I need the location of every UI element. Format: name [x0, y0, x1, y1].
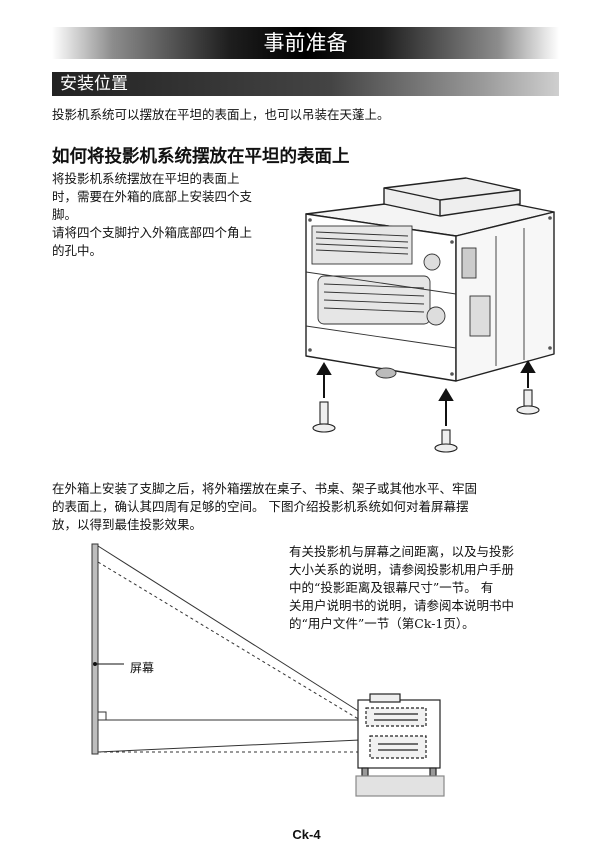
- projection-diagram: [91, 543, 445, 797]
- text-line: 大小关系的说明，请参阅投影机用户手册: [289, 562, 515, 577]
- enclosure-feet-illustration: [305, 177, 555, 453]
- page-number: Ck-4: [292, 827, 321, 842]
- text-line: 的孔中。: [52, 243, 103, 258]
- text-line: 将投影机系统摆放在平坦的表面上: [52, 171, 240, 186]
- text-line: 时，需要在外箱的底部上安装四个支: [52, 189, 253, 204]
- text-line: 关用户说明书的说明，请参阅本说明书中: [289, 598, 515, 613]
- screen-label: 屏幕: [130, 661, 155, 675]
- distance-note: 有关投影机与屏幕之间距离，以及与投影 大小关系的说明，请参阅投影机用户手册 中的…: [289, 543, 561, 633]
- text-line: 的“用户文件”一节（第Ck-1页）。: [289, 616, 475, 631]
- chapter-title: 事前准备: [52, 27, 559, 59]
- feet-instructions: 将投影机系统摆放在平坦的表面上 时，需要在外箱的底部上安装四个支 脚。 请将四个…: [52, 170, 288, 260]
- placement-paragraph: 在外箱上安装了支脚之后，将外箱摆放在桌子、书桌、架子或其他水平、牢固 的表面上，…: [52, 480, 562, 534]
- section-title: 安装位置: [52, 72, 559, 96]
- text-line: 的表面上，确认其四周有足够的空间。 下图介绍投影机系统如何对着屏幕摆: [52, 499, 469, 514]
- text-line: 在外箱上安装了支脚之后，将外箱摆放在桌子、书桌、架子或其他水平、牢固: [52, 481, 478, 496]
- text-line: 中的“投影距离及银幕尺寸”一节。 有: [289, 580, 494, 595]
- text-line: 脚。: [52, 207, 78, 222]
- text-line: 放，以得到最佳投影效果。: [52, 517, 203, 532]
- text-line: 有关投影机与屏幕之间距离，以及与投影: [289, 544, 515, 559]
- intro-paragraph: 投影机系统可以摆放在平坦的表面上，也可以吊装在天蓬上。: [52, 107, 390, 122]
- text-line: 请将四个支脚拧入外箱底部四个角上: [52, 225, 253, 240]
- screen: [91, 543, 99, 755]
- subsection-title: 如何将投影机系统摆放在平坦的表面上: [52, 147, 350, 167]
